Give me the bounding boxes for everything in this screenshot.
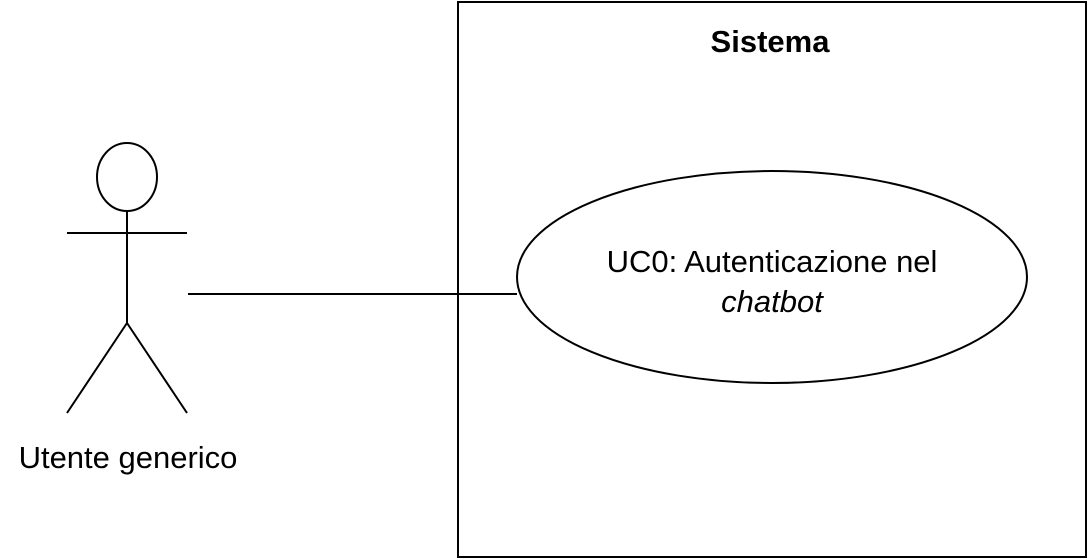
actor-label: Utente generico bbox=[18, 440, 238, 475]
actor-figure bbox=[66, 142, 188, 414]
system-title: Sistema bbox=[710, 24, 830, 59]
actor-head bbox=[96, 142, 158, 212]
actor-left-leg bbox=[66, 322, 128, 414]
use-case-label-line1: UC0: Autenticazione nel bbox=[606, 244, 938, 279]
use-case-ellipse bbox=[516, 170, 1028, 384]
use-case-label: UC0: Autenticazione nel chatbot bbox=[517, 242, 1027, 322]
system-boundary bbox=[457, 1, 1087, 558]
actor-right-leg bbox=[126, 322, 188, 414]
use-case-label-line2: chatbot bbox=[721, 284, 823, 319]
